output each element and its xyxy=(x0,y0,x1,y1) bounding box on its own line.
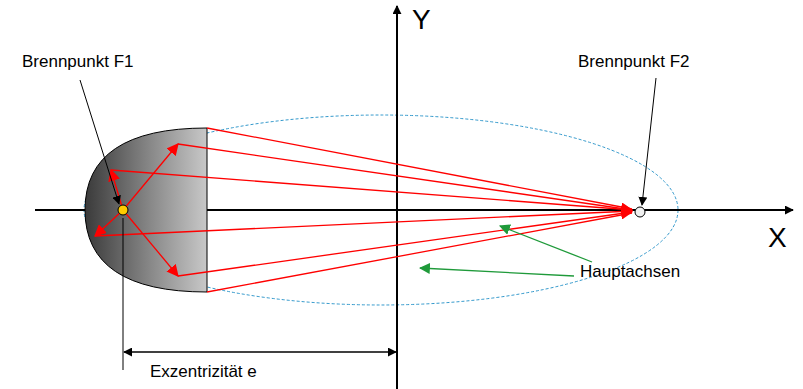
focus-f2 xyxy=(635,207,645,217)
axis-label: Hauptachsen xyxy=(580,262,680,282)
axis-name: Y xyxy=(412,4,431,36)
focus-f1 xyxy=(118,205,128,215)
axis-pointer xyxy=(500,226,592,262)
dimension-line xyxy=(124,351,396,353)
focus-label: Brennpunkt F2 xyxy=(578,52,690,72)
focus-label: Brennpunkt F1 xyxy=(22,52,134,72)
light-rays xyxy=(95,128,632,292)
y-axis xyxy=(396,6,398,389)
dimension-extension xyxy=(123,218,124,370)
dimension-label: Exzentrizität e xyxy=(150,362,257,382)
axis-pointer xyxy=(420,268,574,276)
leader-line xyxy=(642,78,656,205)
leader-line xyxy=(80,80,119,204)
axis-name: X xyxy=(768,222,787,254)
